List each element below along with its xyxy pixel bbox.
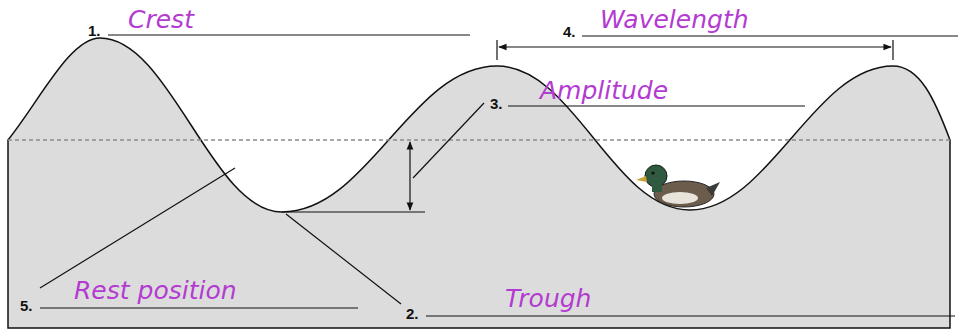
answer-text: Rest position: [74, 278, 237, 303]
callout-number: 2.: [406, 306, 419, 321]
answer-line: [40, 308, 358, 309]
callout-number: 4.: [563, 24, 576, 39]
wavelength-tick: [496, 40, 497, 60]
leader-line: [413, 103, 484, 178]
rest-line: [8, 139, 950, 141]
wave-shape: [8, 38, 950, 328]
answer-line: [582, 36, 958, 37]
answer-line: [108, 35, 470, 36]
leader-line: [286, 214, 401, 304]
answer-line: [508, 106, 805, 107]
duck-picture: [636, 165, 720, 207]
answer-text: Amplitude: [540, 78, 668, 103]
answer-text: Trough: [505, 286, 591, 311]
wavelength-tick: [892, 40, 893, 60]
callout-number: 5.: [20, 298, 33, 313]
leader-line: [40, 168, 235, 288]
callout-number: 1.: [88, 23, 101, 38]
trough-level-line: [282, 211, 425, 212]
answer-line: [426, 316, 955, 317]
callout-number: 3.: [490, 96, 503, 111]
answer-text: Crest: [128, 7, 194, 32]
wavelength-arrow: [499, 46, 891, 47]
amplitude-arrow: [409, 142, 410, 210]
answer-text: Wavelength: [600, 7, 749, 32]
